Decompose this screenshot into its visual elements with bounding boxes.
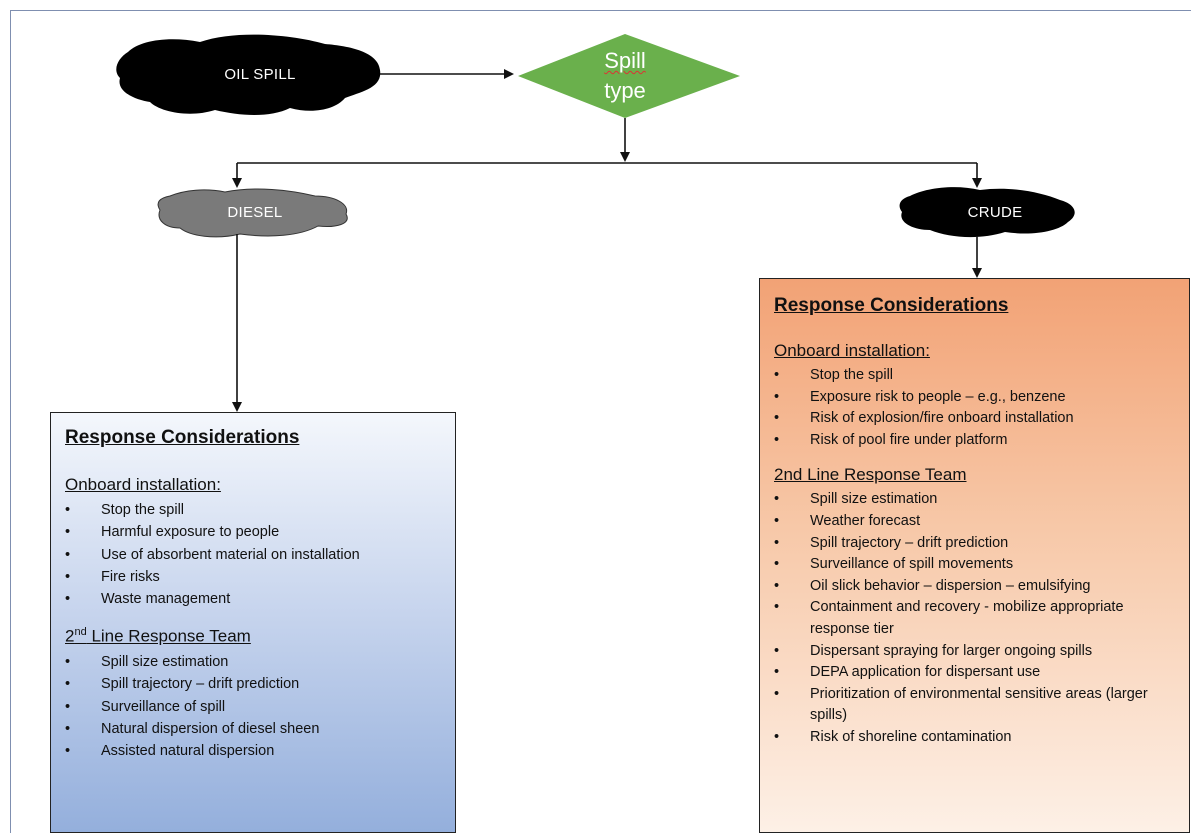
list-item: Exposure risk to people – e.g., benzene [774, 387, 1179, 409]
diesel-label: DIESEL [227, 204, 283, 221]
list-item: Assisted natural dispersion [65, 740, 443, 763]
list-item: DEPA application for dispersant use [774, 662, 1179, 684]
list-item: Dispersant spraying for larger ongoing s… [774, 641, 1179, 663]
list-item: Stop the spill [774, 365, 1179, 387]
list-item: Natural dispersion of diesel sheen [65, 718, 443, 741]
crude-blob [899, 187, 1075, 238]
crude-second-line-title: 2nd Line Response Team [774, 465, 967, 485]
diesel-onboard-list: Stop the spill Harmful exposure to peopl… [65, 499, 443, 611]
list-item: Fire risks [65, 566, 443, 589]
list-item: Spill size estimation [774, 489, 1179, 511]
list-item: Spill trajectory – drift prediction [774, 533, 1179, 555]
spill-type-diamond [518, 34, 740, 118]
list-item: Containment and recovery - mobilize appr… [774, 597, 1179, 640]
crude-second-line-list: Spill size estimation Weather forecast S… [774, 489, 1179, 748]
spill-type-label: Spill type [560, 46, 690, 106]
list-item: Harmful exposure to people [65, 521, 443, 544]
crude-onboard-list: Stop the spill Exposure risk to people –… [774, 365, 1179, 451]
list-item: Weather forecast [774, 511, 1179, 533]
crude-onboard-title: Onboard installation: [774, 341, 930, 360]
diesel-second-line-sup: nd [74, 626, 87, 639]
diesel-second-line-list: Spill size estimation Spill trajectory –… [65, 651, 443, 763]
oil-spill-blob [116, 34, 381, 115]
list-item: Oil slick behavior – dispersion – emulsi… [774, 576, 1179, 598]
list-item: Risk of pool fire under platform [774, 430, 1179, 452]
list-item: Stop the spill [65, 499, 443, 522]
list-item: Spill trajectory – drift prediction [65, 673, 443, 696]
spill-type-line2: type [604, 78, 646, 103]
list-item: Use of absorbent material on installatio… [65, 544, 443, 567]
crude-response-box: Response Considerations Onboard installa… [759, 278, 1190, 833]
diesel-box-title: Response Considerations [65, 427, 300, 448]
diesel-onboard-title: Onboard installation: [65, 475, 221, 494]
list-item: Surveillance of spill [65, 696, 443, 719]
list-item: Risk of explosion/fire onboard installat… [774, 408, 1179, 430]
crude-box-title: Response Considerations [774, 295, 1009, 316]
diagram-frame [10, 10, 1191, 833]
list-item: Spill size estimation [65, 651, 443, 674]
diesel-blob [157, 188, 348, 238]
diesel-second-line-title: 2nd Line Response Team [65, 626, 443, 647]
diesel-second-line-text: Line Response Team [86, 627, 251, 647]
crude-label: CRUDE [967, 204, 1023, 221]
diesel-response-box: Response Considerations Onboard installa… [50, 412, 456, 833]
diesel-second-line-num: 2 [65, 627, 75, 647]
list-item: Surveillance of spill movements [774, 554, 1179, 576]
oil-spill-label: OIL SPILL [224, 66, 296, 83]
list-item: Prioritization of environmental sensitiv… [774, 684, 1179, 727]
list-item: Risk of shoreline contamination [774, 727, 1179, 749]
spill-type-line1: Spill [604, 48, 646, 73]
list-item: Waste management [65, 588, 443, 611]
